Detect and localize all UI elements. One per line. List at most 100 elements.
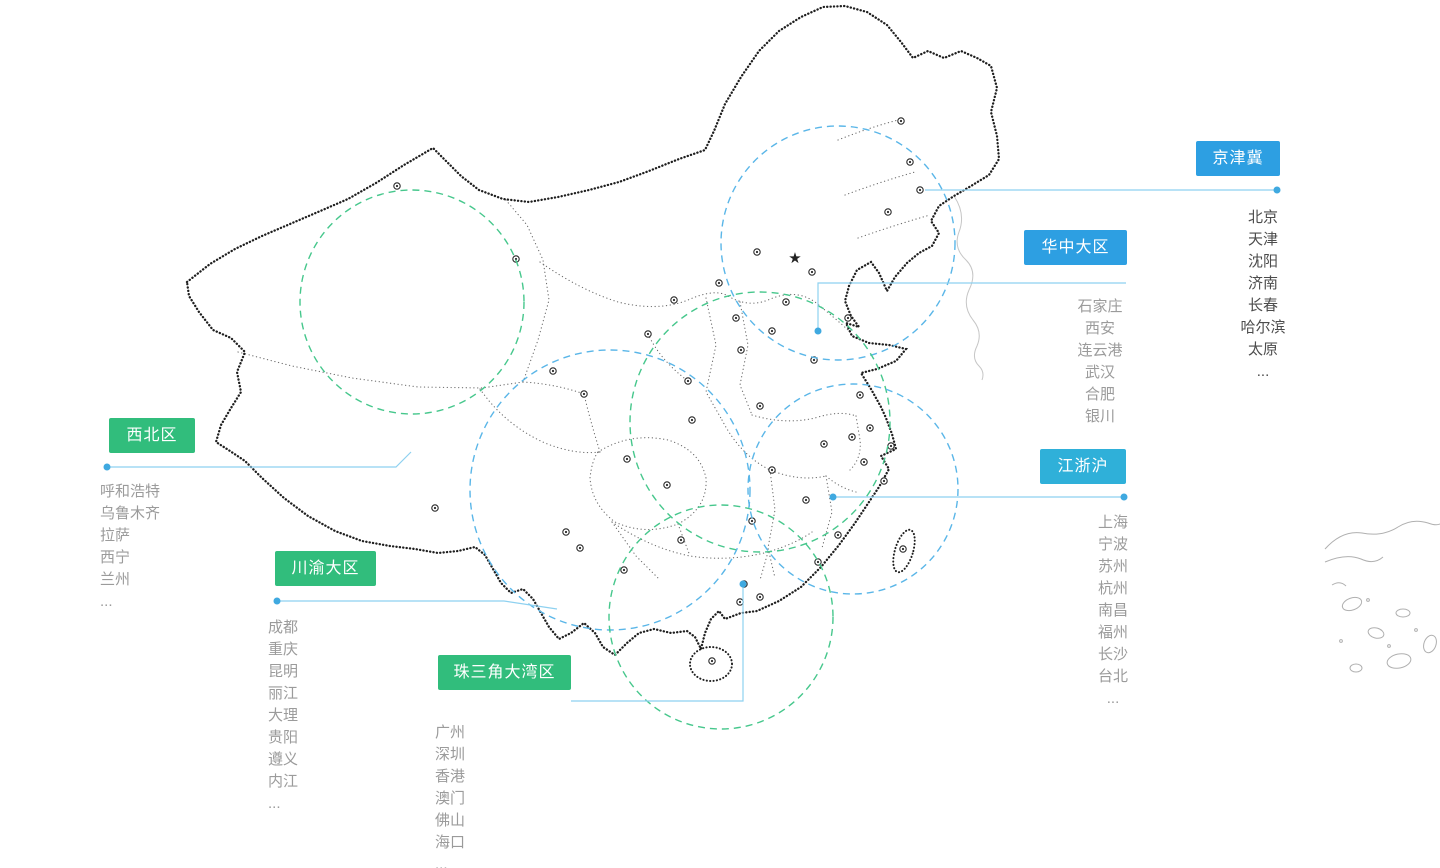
region-label-zhusanjiao: 珠三角大湾区 <box>438 655 571 690</box>
city-item: 贵阳 <box>268 729 299 746</box>
city-item: 上海 <box>1097 514 1128 531</box>
city-list-zhusanjiao: 广州深圳香港澳门佛山海口... <box>435 722 535 868</box>
connector-dot <box>814 327 822 335</box>
city-marker <box>834 531 842 539</box>
city-item: 沈阳 <box>1247 253 1278 270</box>
city-item: 海口 <box>435 834 466 851</box>
region-circle-jiangzhehu <box>747 383 959 595</box>
connector-chuanyu <box>277 600 558 610</box>
city-marker <box>844 314 852 322</box>
city-item: 深圳 <box>435 746 466 763</box>
city-item: 苏州 <box>1097 558 1128 575</box>
connector-dot <box>739 580 747 588</box>
inset-island <box>1395 608 1411 618</box>
city-marker <box>820 440 828 448</box>
city-item: 银川 <box>1084 408 1115 425</box>
connector-dot <box>829 493 837 501</box>
city-marker <box>856 391 864 399</box>
city-marker <box>753 248 761 256</box>
city-item: 连云港 <box>1077 342 1123 359</box>
taiwan-island <box>892 528 916 574</box>
city-marker <box>808 268 816 276</box>
city-marker <box>768 466 776 474</box>
city-marker <box>623 455 631 463</box>
city-item: 佛山 <box>435 812 466 829</box>
connector-xibei <box>107 451 412 468</box>
city-item: 济南 <box>1247 275 1278 292</box>
city-marker <box>677 536 685 544</box>
city-marker <box>899 545 907 553</box>
city-item: 广州 <box>435 724 466 741</box>
province-boundary <box>611 521 813 559</box>
connector-lines <box>107 189 1277 702</box>
inset-islet <box>1387 644 1391 648</box>
city-item: 乌鲁木齐 <box>100 505 161 522</box>
city-item: 合肥 <box>1084 386 1115 403</box>
city-item: 哈尔滨 <box>1240 319 1286 336</box>
city-marker <box>736 598 744 606</box>
region-circle-chuanyu <box>469 349 751 631</box>
city-item: 杭州 <box>1097 580 1128 597</box>
city-marker <box>688 416 696 424</box>
national-border <box>185 4 1001 682</box>
city-item: 台北 <box>1097 668 1128 685</box>
province-boundary <box>647 333 689 382</box>
connector-dot <box>1273 186 1281 194</box>
city-item: 成都 <box>268 619 299 636</box>
province-boundary <box>539 261 849 331</box>
province-boundary <box>611 521 661 581</box>
inset-coastline <box>1324 520 1440 550</box>
province-boundary <box>759 551 769 581</box>
city-item: 丽江 <box>268 685 299 702</box>
inset-islet <box>1339 639 1343 643</box>
city-marker <box>670 296 678 304</box>
region-label-jiangzhehu: 江浙沪 <box>1040 449 1126 484</box>
city-marker <box>549 367 557 375</box>
province-boundary <box>857 214 931 239</box>
city-item: 西宁 <box>100 549 131 566</box>
city-marker <box>620 566 628 574</box>
city-item: 遵义 <box>268 751 299 768</box>
city-item: 呼和浩特 <box>100 483 161 500</box>
province-boundary <box>844 171 916 196</box>
city-marker <box>884 208 892 216</box>
capital-star-marker: ★ <box>788 250 801 267</box>
city-item: 重庆 <box>268 641 299 658</box>
inset-island <box>1367 627 1385 639</box>
inset-coastline <box>1324 556 1384 563</box>
city-marker <box>393 182 401 190</box>
city-markers <box>393 117 924 665</box>
inset-island <box>1349 663 1363 673</box>
inset-islet <box>1414 628 1418 632</box>
city-marker <box>580 390 588 398</box>
city-item: 长春 <box>1247 297 1278 314</box>
city-item: 兰州 <box>100 571 131 588</box>
city-marker <box>880 477 888 485</box>
city-marker <box>916 186 924 194</box>
city-item: 长沙 <box>1097 646 1128 663</box>
region-circle-xibei <box>299 189 525 415</box>
city-item: 昆明 <box>268 663 299 680</box>
city-marker <box>768 327 776 335</box>
inset-islet <box>1366 598 1370 602</box>
province-boundary <box>583 393 601 453</box>
city-marker <box>782 298 790 306</box>
city-marker <box>708 657 716 665</box>
city-marker <box>848 433 856 441</box>
city-marker <box>732 314 740 322</box>
city-item: 澳门 <box>435 790 466 807</box>
inset-island <box>1423 634 1437 654</box>
inset-island <box>1341 596 1363 612</box>
city-item: 香港 <box>435 768 466 785</box>
province-boundary <box>479 388 601 454</box>
inset-map <box>1324 520 1440 673</box>
connector-dot <box>1120 493 1128 501</box>
province-boundary <box>522 381 585 395</box>
city-item: ... <box>100 593 113 610</box>
region-label-chuanyu: 川渝大区 <box>275 551 376 586</box>
region-label-xibei: 西北区 <box>109 418 195 453</box>
city-marker <box>897 117 905 125</box>
city-marker <box>756 593 764 601</box>
